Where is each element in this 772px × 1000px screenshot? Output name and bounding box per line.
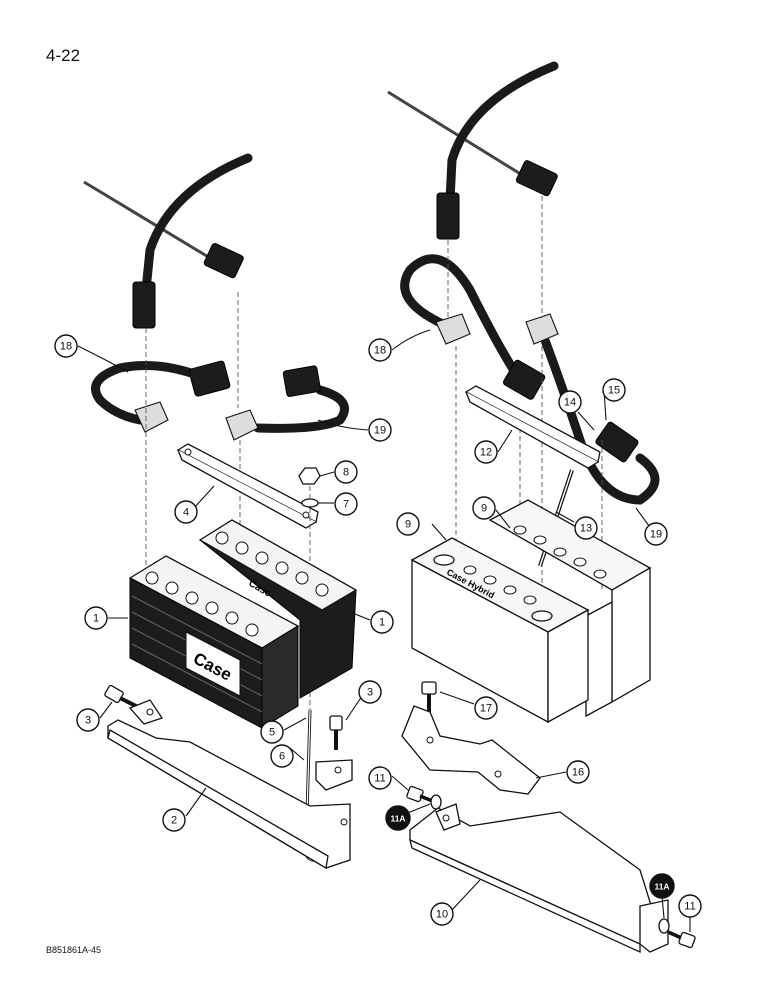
- callout-14-label: 14: [564, 397, 576, 409]
- callout-15-label: 15: [608, 385, 620, 397]
- callout-19-left-label: 19: [374, 425, 386, 437]
- callout-11a-right-label: 11A: [654, 882, 669, 892]
- bracket-16: [401, 705, 541, 795]
- bracket-12: [464, 385, 601, 469]
- callout-15: 15: [602, 378, 626, 402]
- callout-10: 10: [430, 902, 454, 926]
- callout-18-right-label: 18: [374, 345, 386, 357]
- callout-9-front-label: 9: [405, 519, 411, 531]
- callout-2: 2: [162, 808, 186, 832]
- callout-18-left-label: 18: [60, 341, 72, 353]
- hold-down-strap: [176, 443, 319, 529]
- callout-7: 7: [334, 492, 358, 516]
- callout-14: 14: [558, 390, 582, 414]
- callout-9-front: 9: [396, 512, 420, 536]
- callout-6: 6: [270, 744, 294, 768]
- callout-2-label: 2: [171, 815, 177, 827]
- bolt-3-right: [329, 715, 343, 750]
- left-mounting-tray: [107, 699, 353, 870]
- callout-12: 12: [474, 440, 498, 464]
- callout-11-right: 11: [678, 894, 702, 918]
- callout-11a-top-label: 11A: [390, 814, 405, 824]
- callout-9-back: 9: [472, 496, 496, 520]
- callout-4: 4: [174, 500, 198, 524]
- callout-5: 5: [260, 720, 284, 744]
- callout-17-label: 17: [480, 703, 492, 715]
- callout-16: 16: [566, 760, 590, 784]
- callout-1-right-label: 1: [379, 617, 385, 629]
- right-cables: [387, 61, 660, 598]
- callout-17: 17: [474, 696, 498, 720]
- callout-19-left: 19: [368, 418, 392, 442]
- callout-4-label: 4: [183, 507, 189, 519]
- left-cables: [83, 153, 349, 570]
- callout-11a-right: 11A: [649, 873, 675, 899]
- page-number: 4-22: [46, 46, 81, 65]
- left-battery-front: Case: [128, 555, 300, 729]
- callout-8: 8: [334, 460, 358, 484]
- right-battery-rear: [488, 499, 652, 718]
- callout-19-right-label: 19: [650, 529, 662, 541]
- callout-12-label: 12: [480, 447, 492, 459]
- callout-10-label: 10: [436, 909, 448, 921]
- callout-3-left: 3: [76, 708, 100, 732]
- callout-5-label: 5: [269, 727, 275, 739]
- figure-code: B851861A-45: [46, 945, 102, 955]
- callout-3-right-label: 3: [367, 687, 373, 699]
- callout-1-right: 1: [370, 610, 394, 634]
- callout-6-label: 6: [279, 751, 285, 763]
- right-mounting-tray: [409, 803, 669, 954]
- callout-16-label: 16: [572, 767, 584, 779]
- callout-19-right: 19: [644, 522, 668, 546]
- left-battery-rear: Case: [198, 519, 358, 699]
- callout-7-label: 7: [343, 499, 349, 511]
- bolt-11-top: [406, 785, 442, 810]
- callout-3-left-label: 3: [85, 715, 91, 727]
- callout-18-left: 18: [54, 334, 78, 358]
- callout-11-top-label: 11: [374, 773, 385, 785]
- callout-1-left: 1: [84, 606, 108, 630]
- callout-8-label: 8: [343, 467, 349, 479]
- callout-11-right-label: 11: [684, 901, 695, 913]
- callout-11a-top: 11A: [385, 805, 411, 831]
- right-battery-front: Case Hybrid: [410, 537, 590, 724]
- bolt-11-right: [658, 918, 696, 949]
- callout-1-left-label: 1: [93, 613, 99, 625]
- callout-13-label: 13: [580, 523, 592, 535]
- leader-lines: [77, 329, 691, 932]
- callout-18-right: 18: [368, 338, 392, 362]
- callout-13: 13: [574, 516, 598, 540]
- callout-3-right: 3: [358, 680, 382, 704]
- callout-11-top: 11: [368, 766, 392, 790]
- callout-9-back-label: 9: [481, 503, 487, 515]
